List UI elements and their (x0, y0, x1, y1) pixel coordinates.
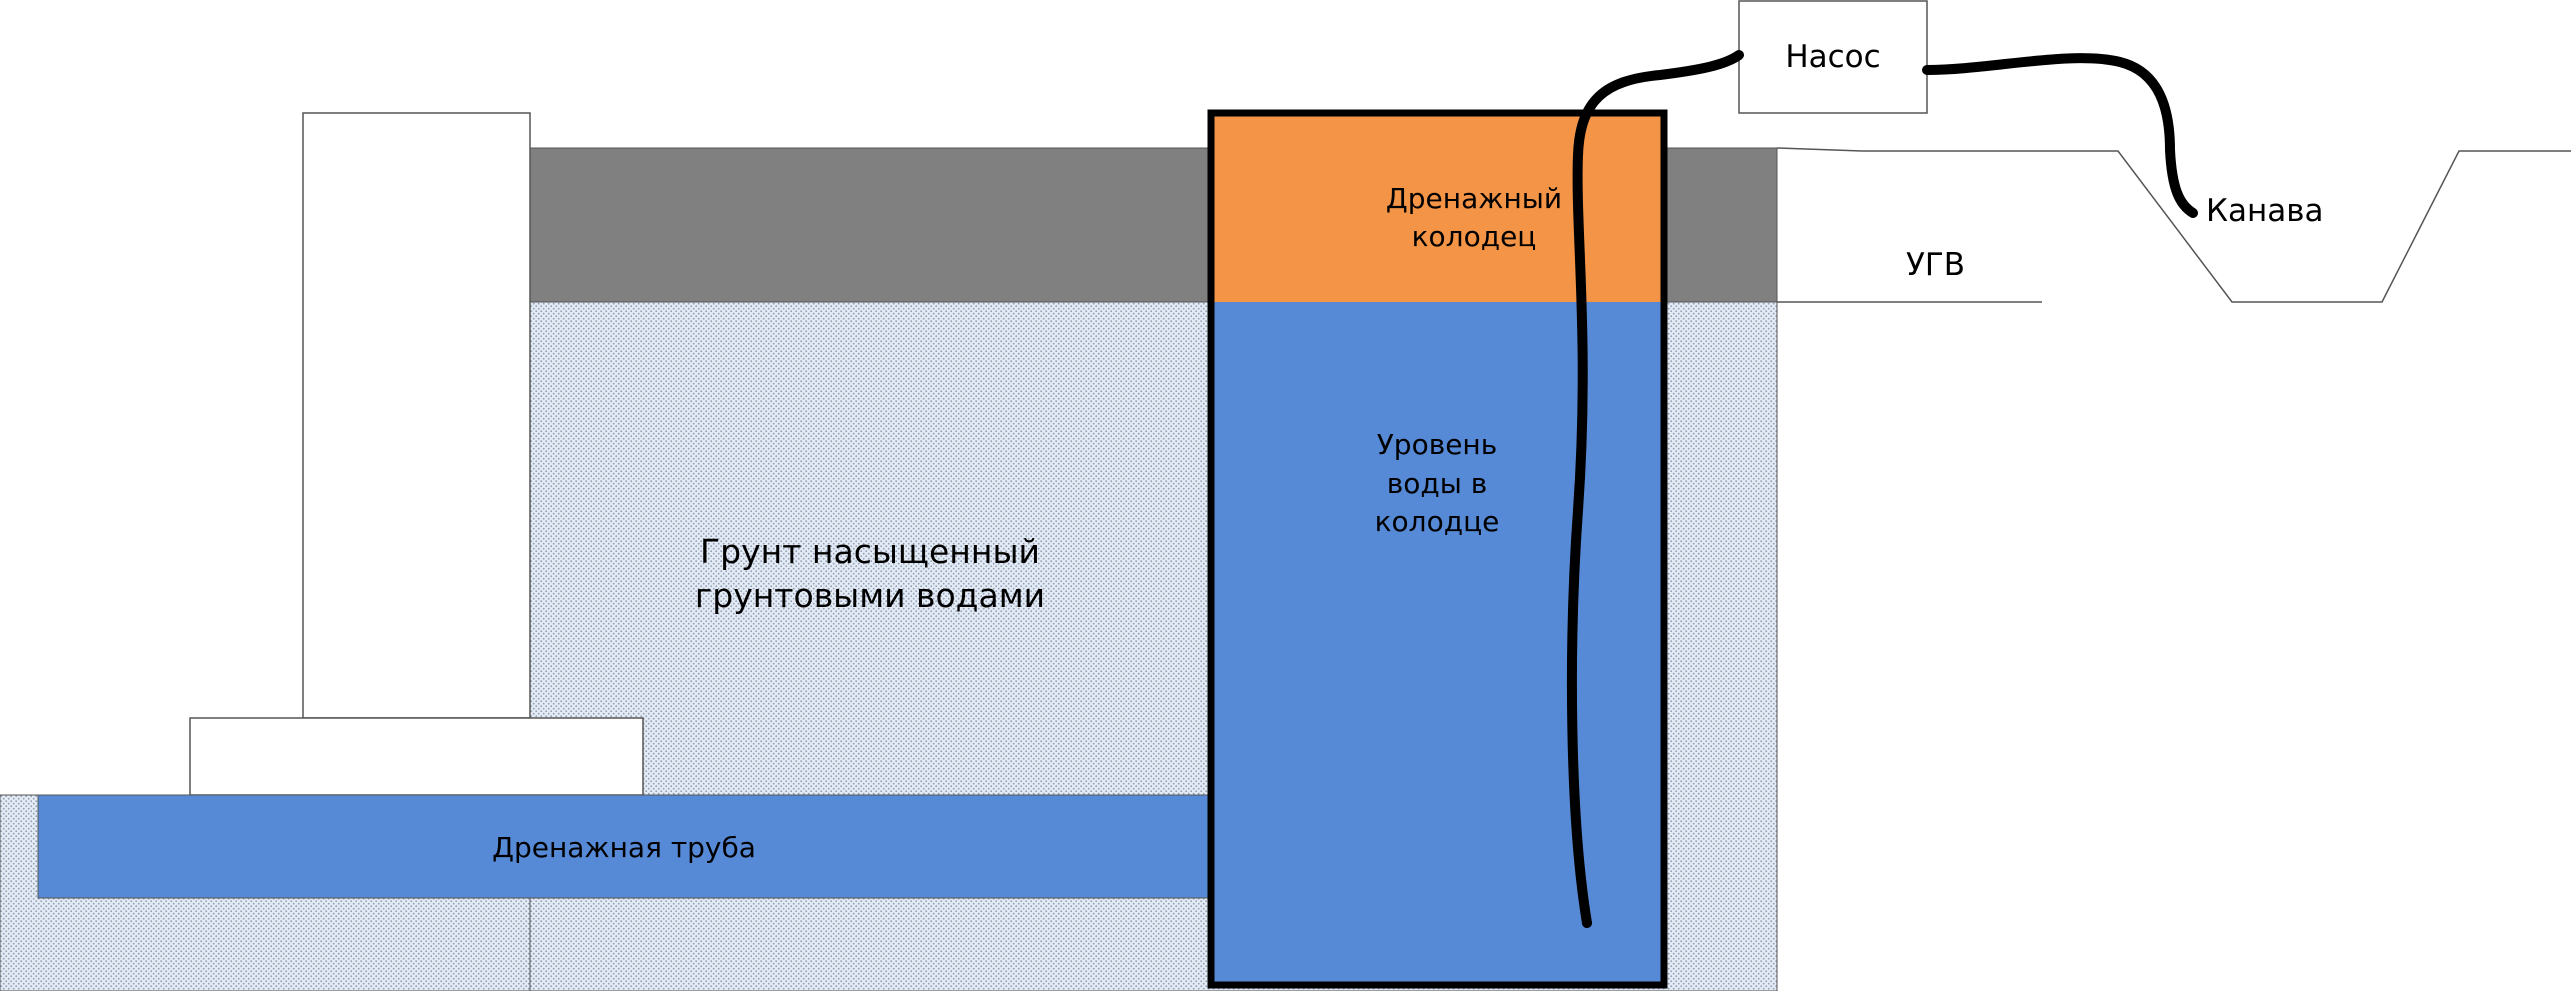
pump-hose-icon (1566, 50, 2198, 928)
hose-intake (1582, 918, 1592, 928)
pump-box (1738, 0, 1928, 114)
drainage-pipe (37, 794, 1211, 899)
drainage-well-outline (1207, 109, 1668, 989)
water-label-line2: воды в (1387, 467, 1488, 500)
ditch-profile (1776, 147, 2571, 303)
water-label-line1: Уровень (1377, 428, 1498, 461)
foundation-footing (189, 717, 644, 796)
groundwater-level-label: УГВ (1906, 247, 1965, 283)
well-label-line1: Дренажный (1386, 182, 1562, 215)
water-label-line3: колодце (1375, 505, 1500, 538)
well-water (1211, 302, 1664, 985)
pump-label: Насос (1785, 39, 1880, 75)
soil-label-line2: грунтовыми водами (695, 576, 1045, 615)
drainage-well-top (1211, 113, 1664, 302)
well-label-line2: колодец (1412, 220, 1537, 253)
soil-label-line1: Грунт насыщенный (700, 532, 1040, 571)
ditch-label: Канава (2206, 193, 2324, 229)
pipe-label: Дренажная труба (492, 831, 756, 864)
foundation-wall (302, 112, 531, 719)
